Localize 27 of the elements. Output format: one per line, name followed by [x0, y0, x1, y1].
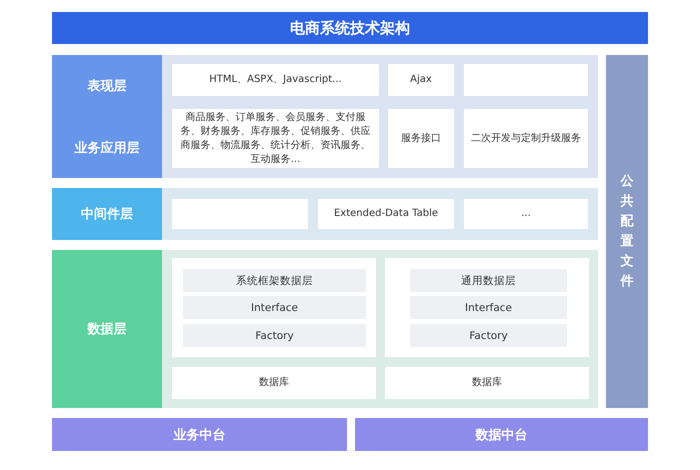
module-box: Interface [183, 296, 366, 319]
module-box: 数据库 [172, 367, 376, 399]
module-box: 通用数据层 [410, 269, 567, 292]
module-box [464, 64, 588, 96]
module-box [172, 199, 308, 229]
module-box: Interface [410, 296, 567, 319]
layer-label: 数据层 [52, 250, 162, 408]
module-box: Extended-Data Table [318, 199, 454, 229]
module-box: Factory [410, 324, 567, 347]
module-box: 系统框架数据层 [183, 269, 366, 292]
module-box: ... [464, 199, 588, 229]
module-box: 服务接口 [388, 109, 454, 168]
module-panel [172, 258, 376, 357]
layer-label: 业务应用层 [52, 117, 162, 178]
side-band: 公共配置文件 [606, 55, 648, 408]
module-box: Ajax [388, 64, 454, 96]
module-box: 数据库 [385, 367, 589, 399]
title-banner: 电商系统技术架构 [52, 12, 648, 44]
module-box: Factory [183, 324, 366, 347]
platform-bar: 数据中台 [355, 418, 648, 451]
layer-label: 中间件层 [52, 188, 162, 240]
module-box: 二次开发与定制升级服务 [464, 109, 588, 168]
module-panel [385, 258, 589, 357]
module-box: 商品服务、订单服务、会员服务、支付服务、财务服务、库存服务、促销服务、供应商服务、物流服务、统计分析、资讯服务、互动服务... [172, 109, 379, 168]
layer-label: 表现层 [52, 55, 162, 117]
platform-bar: 业务中台 [52, 418, 347, 451]
module-box: HTML、ASPX、Javascript... [172, 64, 379, 96]
